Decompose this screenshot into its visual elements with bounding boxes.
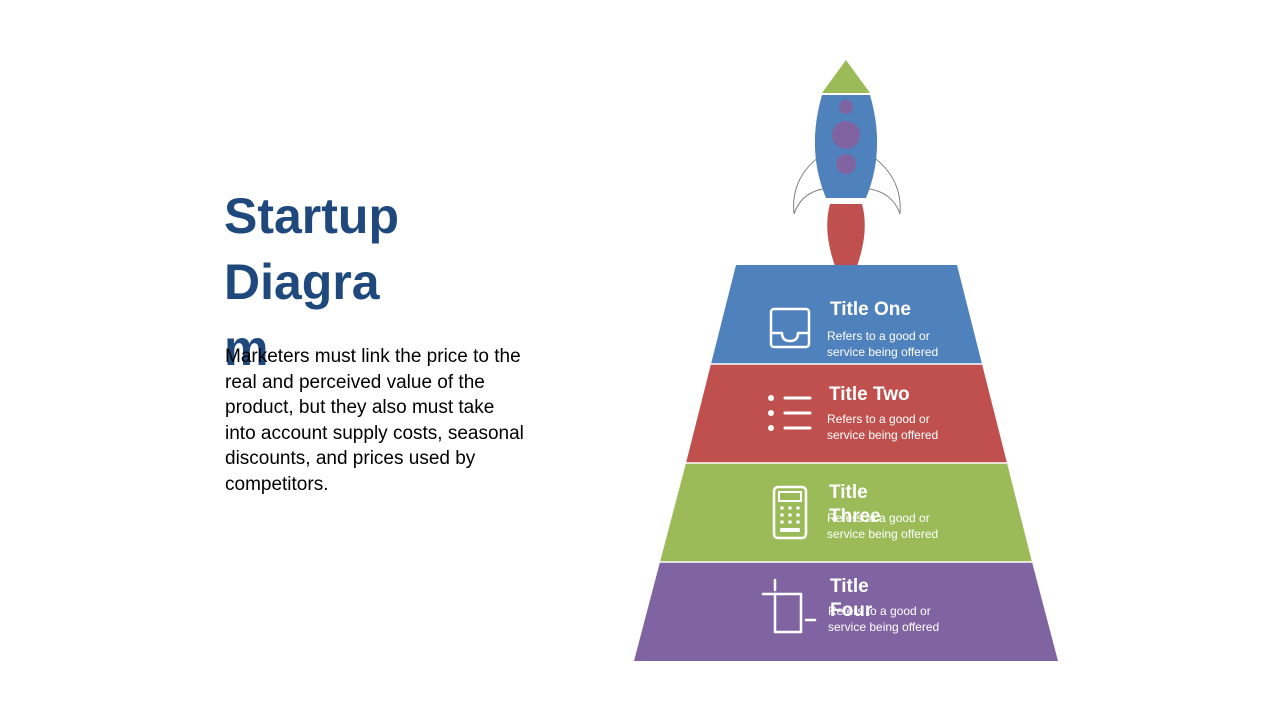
tier-1-title: Title One — [830, 299, 911, 320]
tier-4-band — [634, 562, 1058, 661]
tier-2-title: Title Two — [829, 384, 910, 405]
crop-icon — [761, 578, 817, 634]
inbox-icon — [769, 307, 811, 349]
tier-2-description: Refers to a good or service being offere… — [827, 412, 939, 442]
slide-title: Startup Diagram — [224, 188, 399, 376]
tier-2-band — [686, 364, 1007, 463]
tier-4-description: Refers to a good or service being offere… — [828, 604, 940, 634]
list-icon — [768, 395, 812, 431]
rocket-window-medium — [836, 154, 856, 174]
rocket — [793, 60, 901, 292]
calculator-icon — [772, 485, 808, 540]
tier-1-band — [711, 265, 982, 364]
slide-body-text: Marketers must link the price to the rea… — [225, 346, 524, 495]
tier-1-description: Refers to a good or service being offere… — [827, 329, 939, 359]
rocket-nose — [822, 60, 870, 93]
tier-4-title: Title Four — [830, 576, 873, 621]
tier-3-description: Refers to a good or service being offere… — [827, 511, 939, 541]
rocket-window-large — [832, 121, 860, 149]
tier-3-title: Title Three — [829, 482, 881, 527]
rocket-window-small — [839, 100, 853, 114]
tier-3-band — [660, 463, 1032, 562]
